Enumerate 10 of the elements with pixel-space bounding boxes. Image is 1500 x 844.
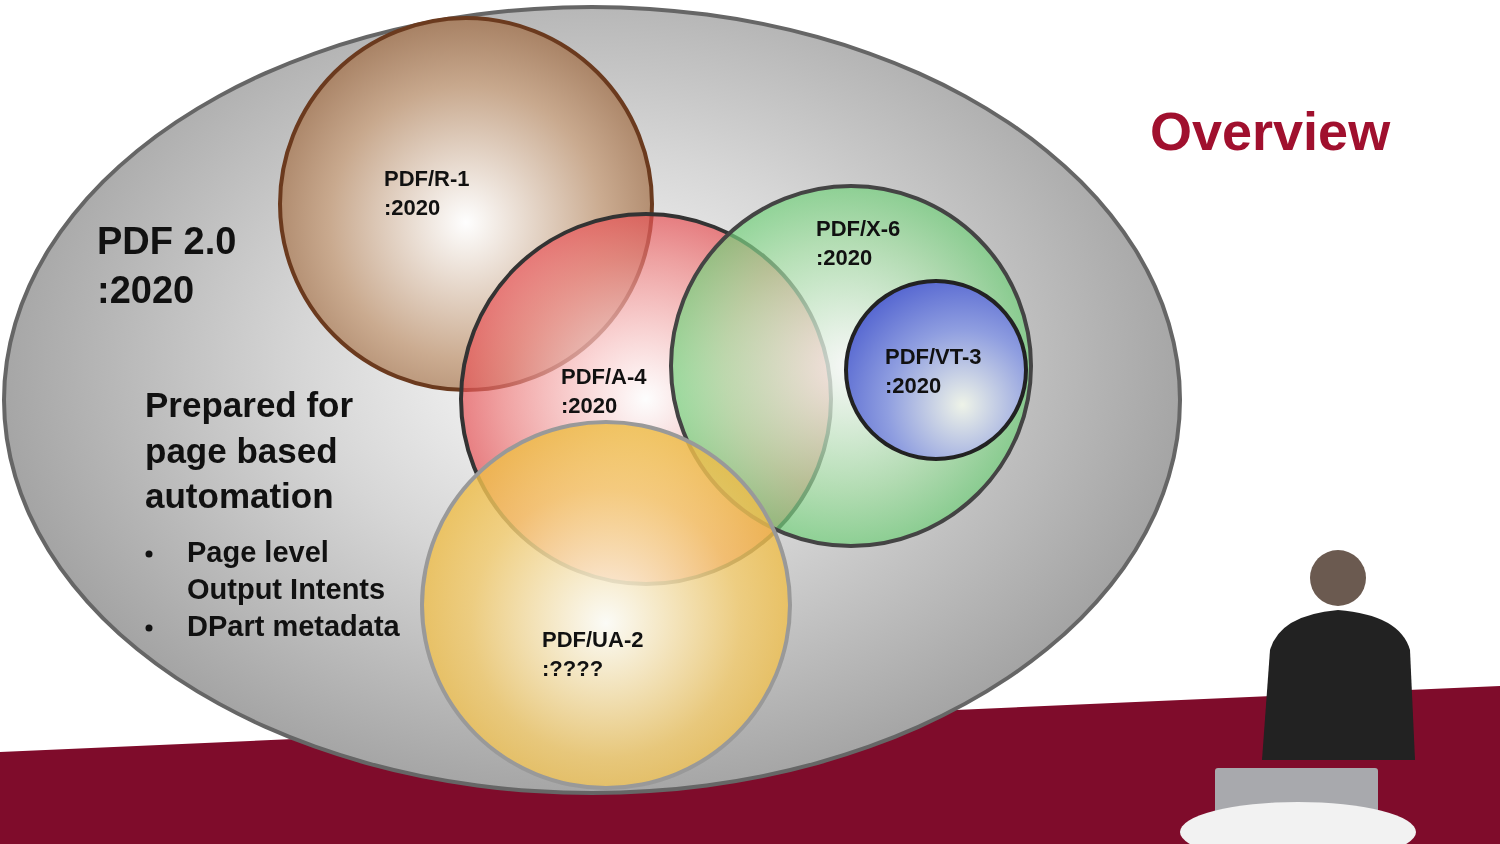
region-label: PDF/UA-2 :???? (542, 626, 645, 683)
slide-title: Overview (1150, 100, 1391, 162)
region-label: PDF/R-1 :2020 (384, 165, 471, 222)
region-label: PDF/A-4 :2020 (561, 363, 648, 420)
description-text: Prepared for page based automation (145, 384, 355, 517)
diagram-heading: PDF 2.0 :2020 (97, 219, 238, 314)
bullet-text: Page level Output Intents (187, 535, 387, 608)
region-label: PDF/VT-3 :2020 (885, 343, 983, 400)
bullet-text: DPart metadata (187, 609, 401, 645)
region-label: PDF/X-6 :2020 (816, 215, 902, 272)
